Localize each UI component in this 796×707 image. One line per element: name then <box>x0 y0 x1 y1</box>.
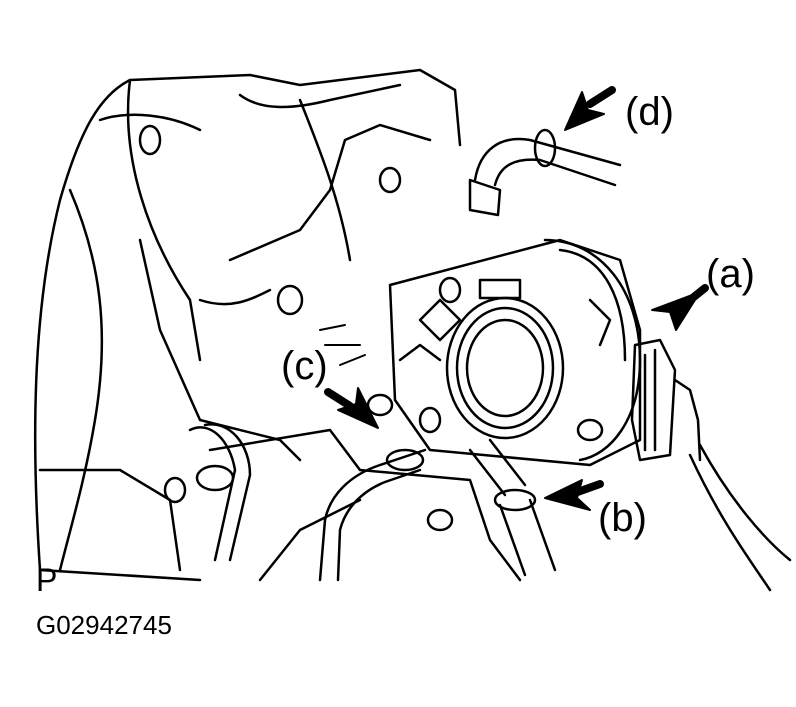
figure-code: G02942745 <box>36 610 172 640</box>
throttle-body <box>388 238 642 467</box>
label-b: (b) <box>598 496 647 540</box>
label-a: (a) <box>706 252 755 296</box>
label-c: (c) <box>281 344 328 388</box>
intake-manifold-outline <box>33 68 522 582</box>
arrow-c-shaft-icon <box>324 388 354 410</box>
hose-b <box>468 438 557 577</box>
view-marker: P <box>36 562 58 598</box>
hose-c <box>318 448 427 582</box>
bolt-heads <box>138 124 462 532</box>
c-pointer-lines <box>319 324 366 366</box>
left-pipe <box>188 423 252 562</box>
arrow-b-icon <box>544 479 591 511</box>
arrow-d-shaft-icon <box>586 86 616 108</box>
connector-a <box>630 338 792 592</box>
arrow-c-icon <box>337 387 379 429</box>
arrow-d-icon <box>564 91 605 131</box>
label-d: (d) <box>625 90 674 134</box>
hose-d <box>468 128 622 217</box>
arrow-b-shaft-icon <box>568 480 604 498</box>
arrow-a-shaft-icon <box>686 284 709 304</box>
arrows <box>324 86 709 511</box>
